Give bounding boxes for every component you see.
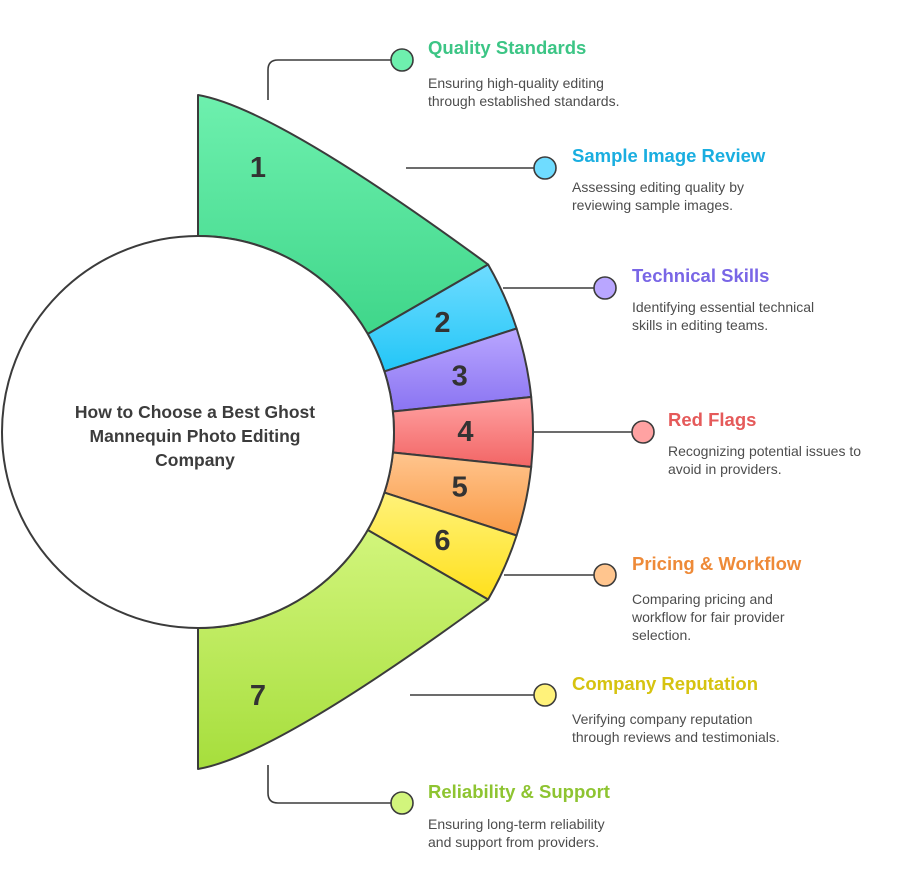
marker-dot-1 <box>390 48 414 72</box>
marker-dot-6 <box>533 683 557 707</box>
item-title-1: Quality Standards <box>428 37 587 58</box>
segment-number-1: 1 <box>250 152 266 184</box>
connector-line-1 <box>267 59 391 100</box>
marker-dot-5 <box>593 563 617 587</box>
segment-number-6: 6 <box>434 525 450 557</box>
item-title-5: Pricing & Workflow <box>632 553 802 574</box>
item-description-4: Recognizing potential issues to avoid in… <box>668 443 862 477</box>
center-title: How to Choose a Best Ghost Mannequin Pho… <box>74 402 316 470</box>
item-title-7: Reliability & Support <box>428 781 610 802</box>
item-description-6: Verifying company reputation through rev… <box>572 711 780 745</box>
segment-number-4: 4 <box>457 416 473 448</box>
segment-number-3: 3 <box>452 360 468 392</box>
marker-dot-3 <box>593 276 617 300</box>
marker-dot-2 <box>533 156 557 180</box>
segment-number-7: 7 <box>250 680 266 712</box>
center-circle <box>1 235 395 629</box>
marker-dot-7 <box>390 791 414 815</box>
item-description-5: Comparing pricing and workflow for fair … <box>632 591 785 643</box>
segment-number-2: 2 <box>434 307 450 339</box>
item-title-3: Technical Skills <box>632 265 770 286</box>
segment-number-5: 5 <box>452 472 468 504</box>
item-title-2: Sample Image Review <box>572 145 766 166</box>
marker-dot-4 <box>631 420 655 444</box>
item-description-7: Ensuring long-term reliability and suppo… <box>428 816 605 850</box>
item-title-4: Red Flags <box>668 409 757 430</box>
item-description-3: Identifying essential technical skills i… <box>632 299 815 333</box>
connector-line-7 <box>267 765 391 804</box>
item-title-6: Company Reputation <box>572 673 759 694</box>
item-description-2: Assessing editing quality by reviewing s… <box>572 179 744 213</box>
item-description-1: Ensuring high-quality editing through es… <box>428 75 620 109</box>
